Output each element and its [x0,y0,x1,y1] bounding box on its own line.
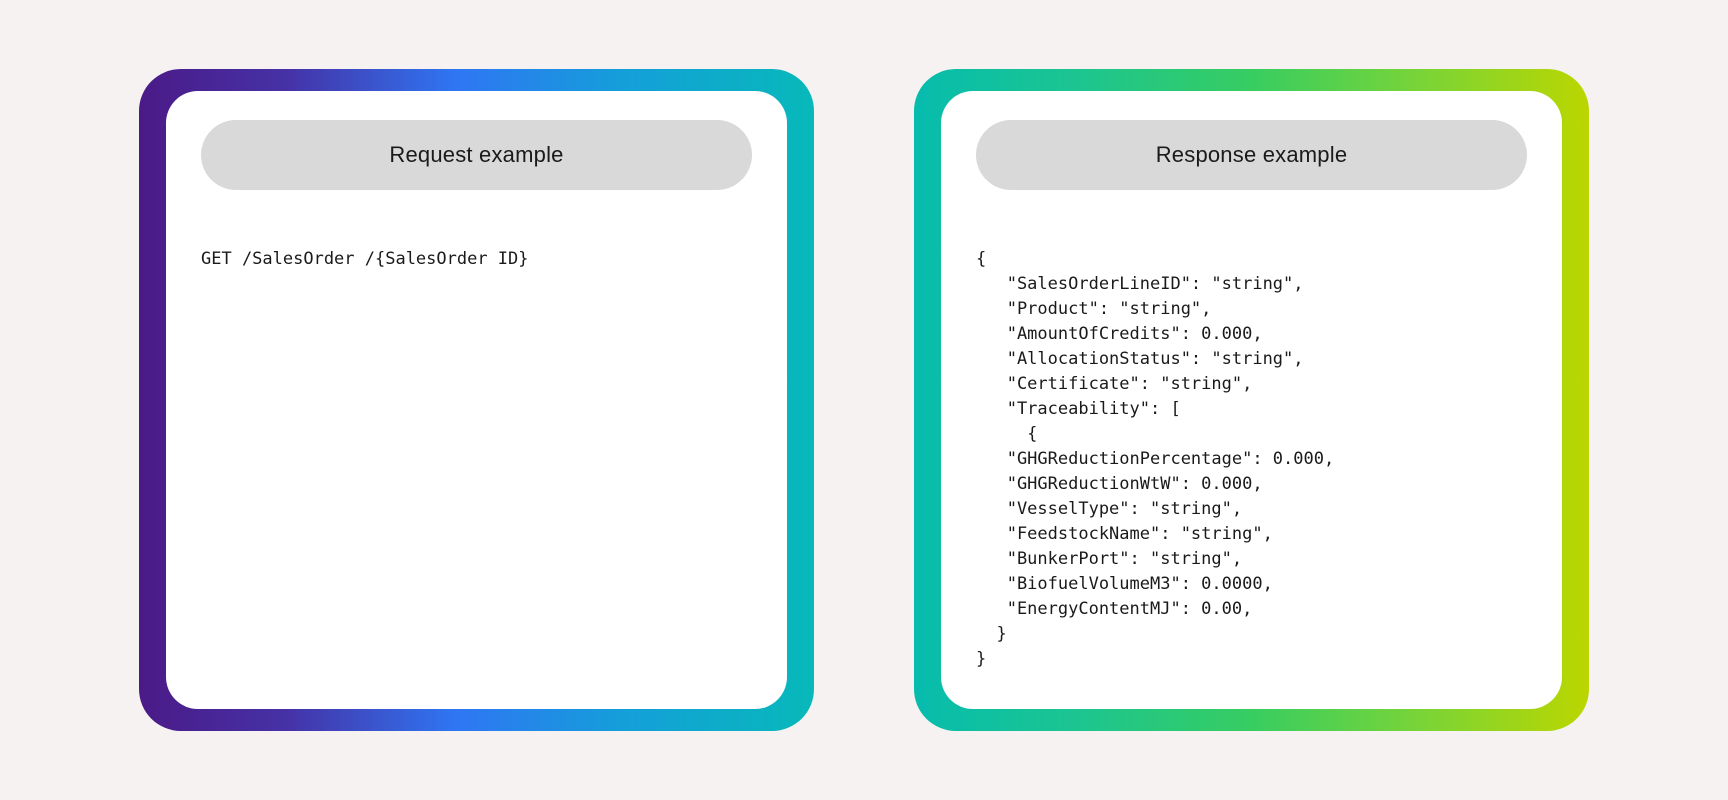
request-card-body: Request example GET /SalesOrder /{SalesO… [166,91,787,709]
response-code-block: { "SalesOrderLineID": "string", "Product… [976,249,1335,669]
request-code-block: GET /SalesOrder /{SalesOrder ID} [201,249,529,269]
request-card: Request example GET /SalesOrder /{SalesO… [139,69,814,731]
response-card-title: Response example [976,120,1527,190]
request-card-title: Request example [201,120,752,190]
response-card: Response example { "SalesOrderLineID": "… [914,69,1589,731]
response-card-body: Response example { "SalesOrderLineID": "… [941,91,1562,709]
